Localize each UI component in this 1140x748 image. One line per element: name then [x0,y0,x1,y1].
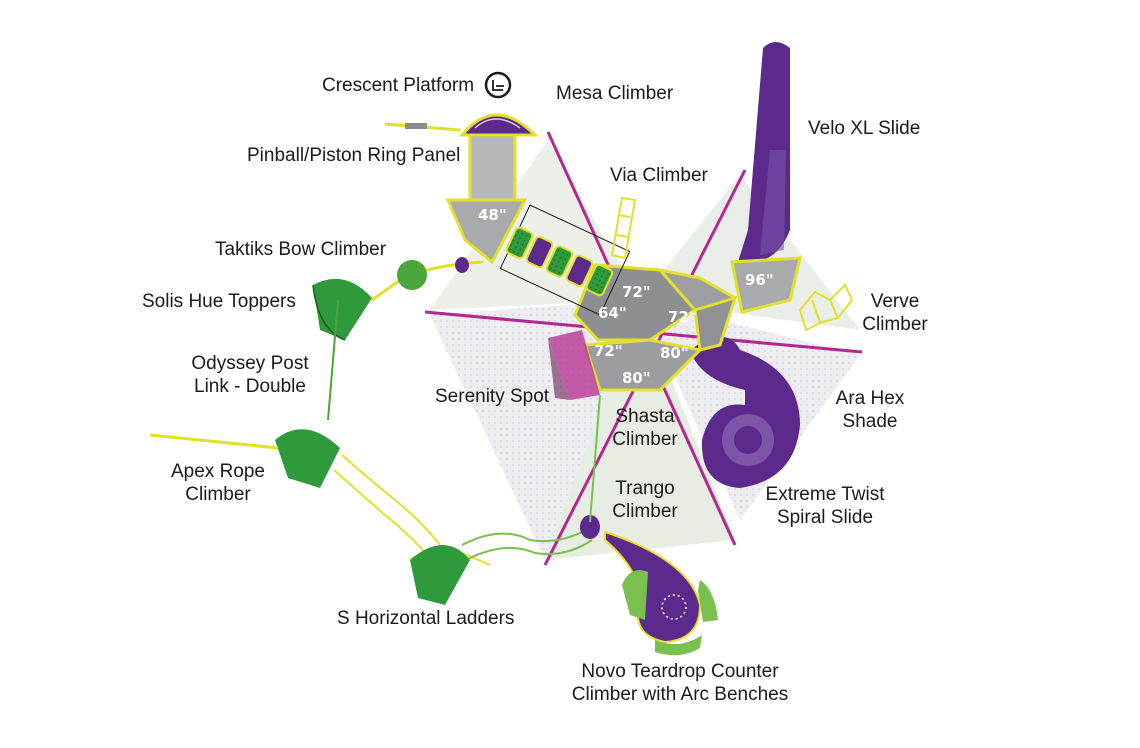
label-novo-line2: Climber with Arc Benches [571,684,789,705]
label-odyssey-post-line2: Link - Double [194,376,306,397]
trango-climber-line [589,394,601,523]
label-taktiks-bow-climber: Taktiks Bow Climber [215,239,387,260]
label-shasta-line2: Climber [612,429,678,450]
label-crescent-platform: Crescent Platform [322,75,475,96]
label-extreme-twist-line1: Extreme Twist [765,484,885,505]
label-odyssey-post-link: Odyssey Post Link - Double [180,352,320,398]
via-climber-graphic [610,196,637,260]
label-apex-rope-line1: Apex Rope [170,461,265,482]
label-trango-line2: Climber [612,501,678,522]
deck-height-72-right: 72" [668,308,697,326]
label-trango-climber: Trango Climber [605,477,685,523]
label-verve-climber: Verve Climber [855,290,935,336]
label-ara-hex-line1: Ara Hex [835,388,905,409]
label-ara-hex-shade: Ara Hex Shade [830,387,910,433]
deck-height-72-top: 72" [622,283,651,301]
deck-height-80-right: 80" [660,344,689,362]
label-pinball-piston-ring-panel: Pinball/Piston Ring Panel [247,145,461,166]
label-odyssey-post-line1: Odyssey Post [191,353,309,374]
label-apex-rope-line2: Climber [185,484,251,505]
label-novo-teardrop-counter-climber: Novo Teardrop Counter Climber with Arc B… [555,660,805,706]
label-extreme-twist-spiral-slide: Extreme Twist Spiral Slide [755,483,895,529]
label-ara-hex-line2: Shade [842,411,898,432]
label-shasta-climber: Shasta Climber [605,405,685,451]
label-shasta-line1: Shasta [615,406,675,427]
deck-height-72-left: 72" [594,342,623,360]
label-trango-line1: Trango [615,478,675,499]
novo-teardrop-climber-graphic [580,515,718,656]
serenity-spot-graphic [548,330,600,400]
label-s-horizontal-ladders: S Horizontal Ladders [337,608,515,629]
deck-height-48: 48" [478,206,507,224]
velo-xl-slide [738,42,790,263]
label-via-climber: Via Climber [610,165,708,186]
crescent-platform [384,71,539,137]
label-serenity-spot: Serenity Spot [435,386,550,407]
deck-height-64: 64" [598,304,627,322]
solis-hue-topper-lower [410,545,470,605]
deck-height-80-bottom: 80" [622,369,651,387]
mesa-climber-graphic [499,204,631,316]
left-chain [149,257,484,488]
label-mesa-climber: Mesa Climber [556,83,674,104]
label-verve-climber-line1: Verve [870,291,920,312]
deck-height-96: 96" [745,271,774,289]
accessible-icon [484,71,512,99]
label-velo-xl-slide: Velo XL Slide [808,118,921,139]
label-novo-line1: Novo Teardrop Counter [581,661,779,682]
deck-height-labels: 48" 96" 72" 64" 72" 72" 80" 80" [478,206,774,387]
label-apex-rope-climber: Apex Rope Climber [163,460,273,506]
label-extreme-twist-line2: Spiral Slide [776,507,874,528]
extreme-twist-spiral-slide [690,336,800,488]
label-solis-hue-toppers: Solis Hue Toppers [142,291,296,312]
verve-climber-graphic [798,283,854,332]
decks [445,128,802,392]
label-verve-climber-line2: Climber [862,314,928,335]
